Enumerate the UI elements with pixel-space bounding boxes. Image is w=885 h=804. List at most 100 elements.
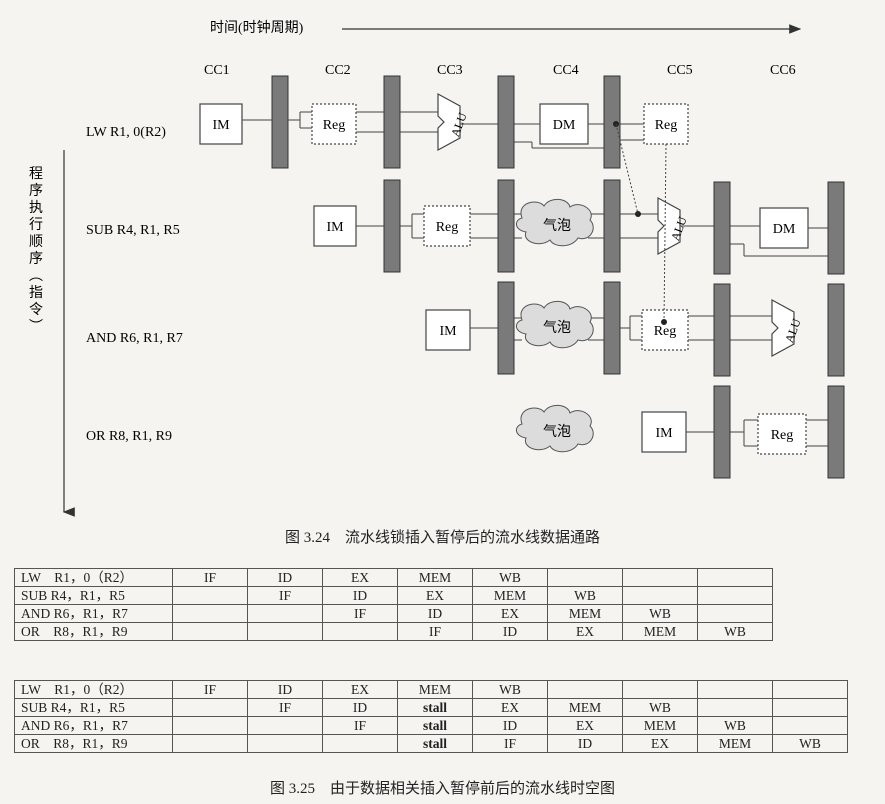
order-axis-label: 程序执行顺序︵指令︶ xyxy=(29,166,43,335)
stage-cell xyxy=(772,716,848,735)
stage-cell: ID xyxy=(547,734,623,753)
stage-cell: MEM xyxy=(472,586,548,605)
stage-cell: WB xyxy=(472,568,548,587)
stage-cell: IF xyxy=(247,586,323,605)
stage-cell: MEM xyxy=(547,604,623,623)
forwarding-path-lw-to-and xyxy=(663,143,667,323)
stage-cell xyxy=(247,734,323,753)
im-unit-label: IM xyxy=(326,220,344,235)
stage-cell: ID xyxy=(472,622,548,641)
register-file xyxy=(641,309,689,351)
bubble-label: 气泡 xyxy=(543,218,571,234)
cc-label-6: CC6 xyxy=(770,63,796,78)
data-memory-label: DM xyxy=(773,222,796,237)
pipeline-register xyxy=(603,75,621,169)
instruction-label-sub: SUB R4, R1, R5 xyxy=(86,223,180,238)
cc-label-5: CC5 xyxy=(667,63,693,78)
time-axis-label: 时间(时钟周期) xyxy=(210,19,304,36)
stage-cell: IF xyxy=(322,716,398,735)
data-memory xyxy=(539,103,589,145)
pipeline-register xyxy=(827,385,845,479)
stage-cell: IF xyxy=(397,622,473,641)
cc-label-4: CC4 xyxy=(553,63,579,78)
im-unit xyxy=(641,411,687,453)
im-unit-label: IM xyxy=(212,118,230,133)
pipeline-register xyxy=(713,283,731,377)
forwarding-path-lw-to-sub xyxy=(615,123,639,215)
stage-cell: WB xyxy=(622,698,698,717)
instruction-label-and: AND R6, R1, R7 xyxy=(86,331,183,346)
row-or: 气泡 IM Reg xyxy=(515,385,845,479)
instruction-cell: AND R6，R1，R7 xyxy=(14,604,173,623)
instruction-cell: LW R1，0（R2） xyxy=(14,680,173,699)
data-memory-label: DM xyxy=(553,118,576,133)
stage-cell: WB xyxy=(772,734,848,753)
bubble-label: 气泡 xyxy=(543,424,571,440)
cc-label-1: CC1 xyxy=(204,63,230,78)
register-file xyxy=(423,205,471,247)
stage-cell: ID xyxy=(247,568,323,587)
cc-label-3: CC3 xyxy=(437,63,463,78)
data-memory xyxy=(759,207,809,249)
stage-cell: stall xyxy=(397,698,473,717)
stage-cell: ID xyxy=(322,698,398,717)
register-file-label: Reg xyxy=(323,118,346,133)
stage-cell: ID xyxy=(472,716,548,735)
register-file-label: Reg xyxy=(436,220,459,235)
stage-cell xyxy=(622,586,698,605)
stage-cell xyxy=(247,716,323,735)
stage-cell xyxy=(697,586,773,605)
stage-cell: EX xyxy=(397,586,473,605)
register-file-label: Reg xyxy=(654,324,677,339)
row-lw: IM Reg ALU DM Reg xyxy=(199,75,689,169)
pipeline-register xyxy=(497,179,515,273)
instruction-cell: OR R8，R1，R9 xyxy=(14,622,173,641)
stage-cell: EX xyxy=(472,698,548,717)
stage-cell xyxy=(172,734,248,753)
figure-caption-3-25: 图 3.25 由于数据相关插入暂停前后的流水线时空图 xyxy=(269,781,615,797)
stage-cell: MEM xyxy=(547,698,623,717)
bubble-label: 气泡 xyxy=(543,320,571,336)
stage-cell xyxy=(172,604,248,623)
stage-cell: ID xyxy=(322,586,398,605)
stage-cell: WB xyxy=(547,586,623,605)
pipeline-register xyxy=(827,181,845,275)
pipeline-register xyxy=(497,75,515,169)
pipeline-register xyxy=(603,179,621,273)
stage-cell xyxy=(697,604,773,623)
stage-cell xyxy=(322,622,398,641)
stage-cell: ID xyxy=(247,680,323,699)
stage-cell xyxy=(697,698,773,717)
stage-cell: WB xyxy=(622,604,698,623)
pipeline-datapath-diagram: 时间(时钟周期) CC1 CC2 CC3 CC4 CC5 CC6 程序执行顺序︵… xyxy=(29,19,845,517)
stage-cell: IF xyxy=(247,698,323,717)
stage-cell: MEM xyxy=(397,568,473,587)
stage-cell xyxy=(172,716,248,735)
instruction-cell: OR R8，R1，R9 xyxy=(14,734,173,753)
stage-cell: MEM xyxy=(622,622,698,641)
im-unit xyxy=(425,309,471,351)
pipeline-register xyxy=(713,385,731,479)
stage-cell xyxy=(172,586,248,605)
stage-cell: IF xyxy=(172,680,248,699)
stage-cell xyxy=(247,622,323,641)
pipeline-register xyxy=(603,281,621,375)
instruction-label-or: OR R8, R1, R9 xyxy=(86,429,172,444)
stage-cell xyxy=(172,622,248,641)
instruction-label-lw: LW R1, 0(R2) xyxy=(86,125,166,140)
register-file-label: Reg xyxy=(655,118,678,133)
pipeline-register xyxy=(827,283,845,377)
stage-cell xyxy=(772,680,848,699)
stage-cell: IF xyxy=(472,734,548,753)
stage-cell: MEM xyxy=(397,680,473,699)
stage-cell: EX xyxy=(472,604,548,623)
im-unit-label: IM xyxy=(439,324,457,339)
